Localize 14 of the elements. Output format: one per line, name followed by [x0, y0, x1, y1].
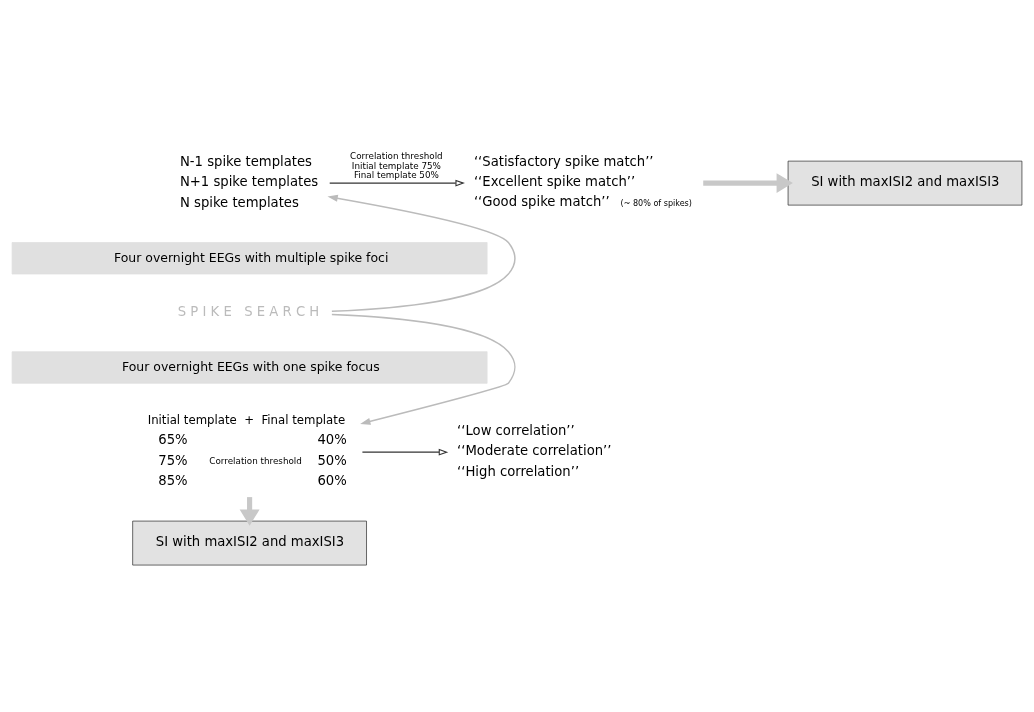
arrow: [327, 194, 516, 312]
edge-label: Correlation threshold Initial template 75% Final template 50%: [350, 150, 443, 180]
node-box: Four overnight EEGs with one spike focus: [11, 350, 488, 384]
arrow: [329, 179, 465, 186]
node-text: Initial template + Final template 65% Correlation threshold 40% 75% 50% 85% 60%: [147, 412, 347, 488]
arrow: [361, 448, 449, 455]
node-text: N-1 spike templates N+1 spike templates N spike templates: [179, 153, 319, 210]
arrow: [703, 172, 793, 193]
node-box: SI with maxISI2 and maxISI3: [132, 520, 367, 565]
node-text: S P I K E S E A R C H: [177, 303, 320, 319]
arrow: [331, 313, 516, 425]
node-text: ‘‘Low correlation’’ ‘‘Moderate correlation’’ ‘‘High correlation’’: [457, 422, 612, 479]
node-box: Four overnight EEGs with multiple spike foci: [11, 241, 488, 274]
node-box: SI with maxISI2 and maxISI3: [787, 160, 1023, 205]
